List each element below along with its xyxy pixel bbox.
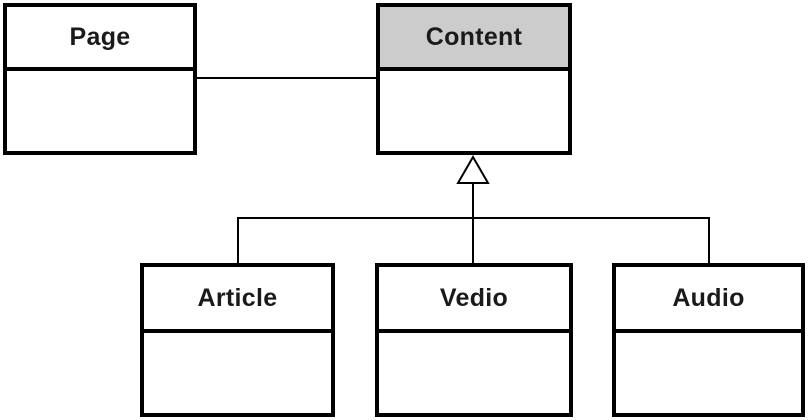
class-box-article: Article (140, 263, 335, 417)
class-box-vedio: Vedio (375, 263, 573, 417)
class-title-audio: Audio (616, 267, 801, 333)
inheritance-arrowhead-icon (456, 154, 490, 184)
class-box-page: Page (3, 3, 197, 155)
class-attributes-article (144, 333, 331, 413)
class-box-content: Content (376, 3, 572, 155)
class-attributes-page (7, 71, 193, 151)
class-attributes-audio (616, 333, 801, 413)
class-attributes-content (380, 71, 568, 151)
class-attributes-vedio (379, 333, 569, 413)
class-title-vedio: Vedio (379, 267, 569, 333)
class-title-page: Page (7, 7, 193, 71)
class-box-audio: Audio (612, 263, 805, 417)
class-title-content: Content (380, 7, 568, 71)
class-title-article: Article (144, 267, 331, 333)
